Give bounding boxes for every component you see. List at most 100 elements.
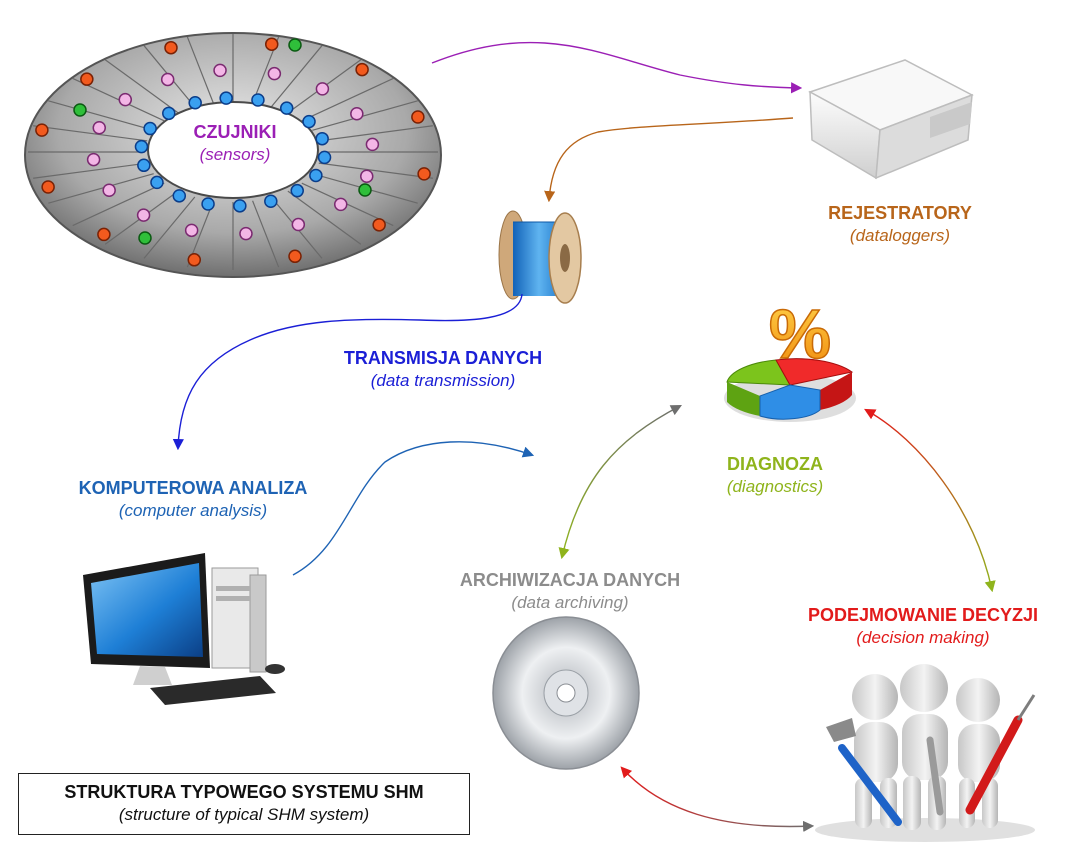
label-analysis-title: KOMPUTEROWA ANALIZA	[78, 478, 308, 498]
sensor-dot-green	[73, 103, 87, 117]
sensor-dot-orange	[97, 227, 111, 242]
label-transmission-title: TRANSMISJA DANYCH	[343, 348, 543, 368]
percent-symbol: %	[769, 295, 831, 373]
structure-caption-box: STRUKTURA TYPOWEGO SYSTEMU SHM (structur…	[18, 773, 470, 835]
label-archiving-title: ARCHIWIZACJA DANYCH	[459, 570, 681, 590]
label-decision-title: PODEJMOWANIE DECYZJI	[807, 605, 1039, 625]
label-dataloggers: REJESTRATORY (dataloggers)	[805, 202, 995, 246]
sensor-dot-orange	[288, 249, 302, 264]
label-sensors-subtitle: (sensors)	[199, 144, 271, 164]
torus-rib	[312, 100, 418, 131]
label-transmission: TRANSMISJA DANYCH (data transmission)	[318, 347, 568, 391]
sensor-dot-pink	[86, 152, 101, 167]
sensor-dot-green	[288, 38, 302, 52]
sensor-dot-pink	[102, 183, 116, 198]
torus-rib	[318, 162, 433, 179]
decision-team-illustration	[815, 664, 1036, 842]
label-diagnostics-subtitle: (diagnostics)	[726, 476, 824, 496]
sensor-dot-blue	[150, 175, 164, 190]
sensor-dot-pink	[315, 82, 330, 96]
sensor-dot-blue	[317, 150, 332, 165]
sensor-dot-orange	[80, 72, 94, 86]
sensor-dot-orange	[35, 123, 49, 137]
label-decision: PODEJMOWANIE DECYZJI (decision making)	[778, 604, 1068, 648]
cable-reel-illustration	[498, 210, 582, 304]
sensor-dot-pink	[267, 66, 282, 81]
arrow-sensors-to-dataloggers	[431, 41, 803, 94]
sensor-dot-pink	[136, 208, 151, 222]
sensor-dot-pink	[365, 137, 380, 152]
structure-caption-subtitle: (structure of typical SHM system)	[118, 805, 370, 825]
sensor-dot-pink	[333, 197, 348, 212]
datalogger-box-illustration	[808, 59, 974, 180]
sensor-dot-pink	[350, 106, 364, 121]
sensor-dot-blue	[219, 91, 233, 105]
arrow-analysis-to-center	[292, 441, 535, 576]
sensor-dot-blue	[172, 189, 187, 203]
sensor-dot-blue	[137, 158, 151, 173]
sensor-dot-orange	[355, 62, 369, 77]
torus-rib	[252, 200, 280, 268]
arrow-archiving-diagnosis	[558, 404, 682, 560]
sensor-dot-blue	[201, 197, 215, 211]
sensor-dot-pink	[118, 92, 133, 107]
sensor-dot-pink	[359, 169, 374, 183]
sensor-dot-orange	[417, 167, 431, 181]
torus-rib	[186, 36, 214, 104]
torus-rib	[48, 100, 154, 131]
label-transmission-subtitle: (data transmission)	[370, 370, 516, 390]
sensor-dot-orange	[41, 180, 55, 194]
sensor-dot-blue	[188, 96, 202, 110]
sensor-dot-blue	[134, 139, 149, 154]
torus-rib	[270, 45, 323, 108]
torus-rib	[33, 125, 148, 142]
label-dataloggers-title: REJESTRATORY	[828, 203, 972, 223]
computer-illustration	[83, 553, 285, 705]
torus-rib	[72, 182, 165, 227]
sensor-dot-pink	[213, 63, 227, 78]
sensor-dot-blue	[264, 194, 278, 208]
cd-disc-illustration	[492, 616, 640, 770]
label-diagnostics: DIAGNOZA (diagnostics)	[700, 453, 850, 497]
torus-rib	[33, 162, 148, 179]
structure-caption-title: STRUKTURA TYPOWEGO SYSTEMU SHM	[64, 782, 424, 802]
torus-rib	[104, 59, 179, 114]
torus-rib	[287, 190, 362, 245]
sensor-dot-orange	[372, 218, 386, 232]
label-archiving-subtitle: (data archiving)	[511, 592, 629, 612]
sensor-dot-blue	[162, 106, 176, 121]
arrow-diagnosis-decision	[864, 408, 996, 593]
sensor-dot-blue	[309, 168, 323, 183]
sensor-dot-pink	[184, 223, 199, 238]
sensor-dot-orange	[411, 110, 425, 124]
sensor-dot-blue	[279, 101, 294, 115]
label-analysis-subtitle: (computer analysis)	[118, 500, 268, 520]
sensor-dot-green	[358, 183, 372, 197]
sensor-dot-orange	[187, 253, 202, 267]
torus-rib	[143, 196, 196, 259]
sensor-dot-pink	[160, 72, 175, 87]
sensor-dot-blue	[290, 183, 304, 198]
label-dataloggers-subtitle: (dataloggers)	[849, 225, 951, 245]
sensor-dot-orange	[264, 37, 279, 51]
torus-rib	[301, 77, 394, 122]
sensor-dot-pink	[291, 217, 306, 232]
sensor-dot-pink	[92, 121, 107, 135]
diagnosis-pie-illustration: %	[724, 294, 856, 422]
label-sensors-title: CZUJNIKI	[193, 122, 277, 142]
torus-rib	[318, 125, 433, 142]
sensor-dot-blue	[233, 199, 247, 213]
label-decision-subtitle: (decision making)	[856, 627, 990, 647]
arrow-dataloggers-to-transmission	[544, 117, 794, 203]
label-diagnostics-title: DIAGNOZA	[727, 454, 823, 474]
sensor-dot-blue	[315, 131, 329, 146]
sensor-dot-green	[138, 231, 152, 245]
sensor-dot-pink	[239, 226, 253, 241]
label-sensors: CZUJNIKI (sensors)	[165, 121, 305, 165]
sensor-dot-blue	[302, 114, 316, 129]
label-analysis: KOMPUTEROWA ANALIZA (computer analysis)	[48, 477, 338, 521]
torus-rib	[48, 173, 154, 204]
sensor-dot-blue	[251, 93, 265, 107]
arrow-archiving-decision	[620, 766, 815, 832]
